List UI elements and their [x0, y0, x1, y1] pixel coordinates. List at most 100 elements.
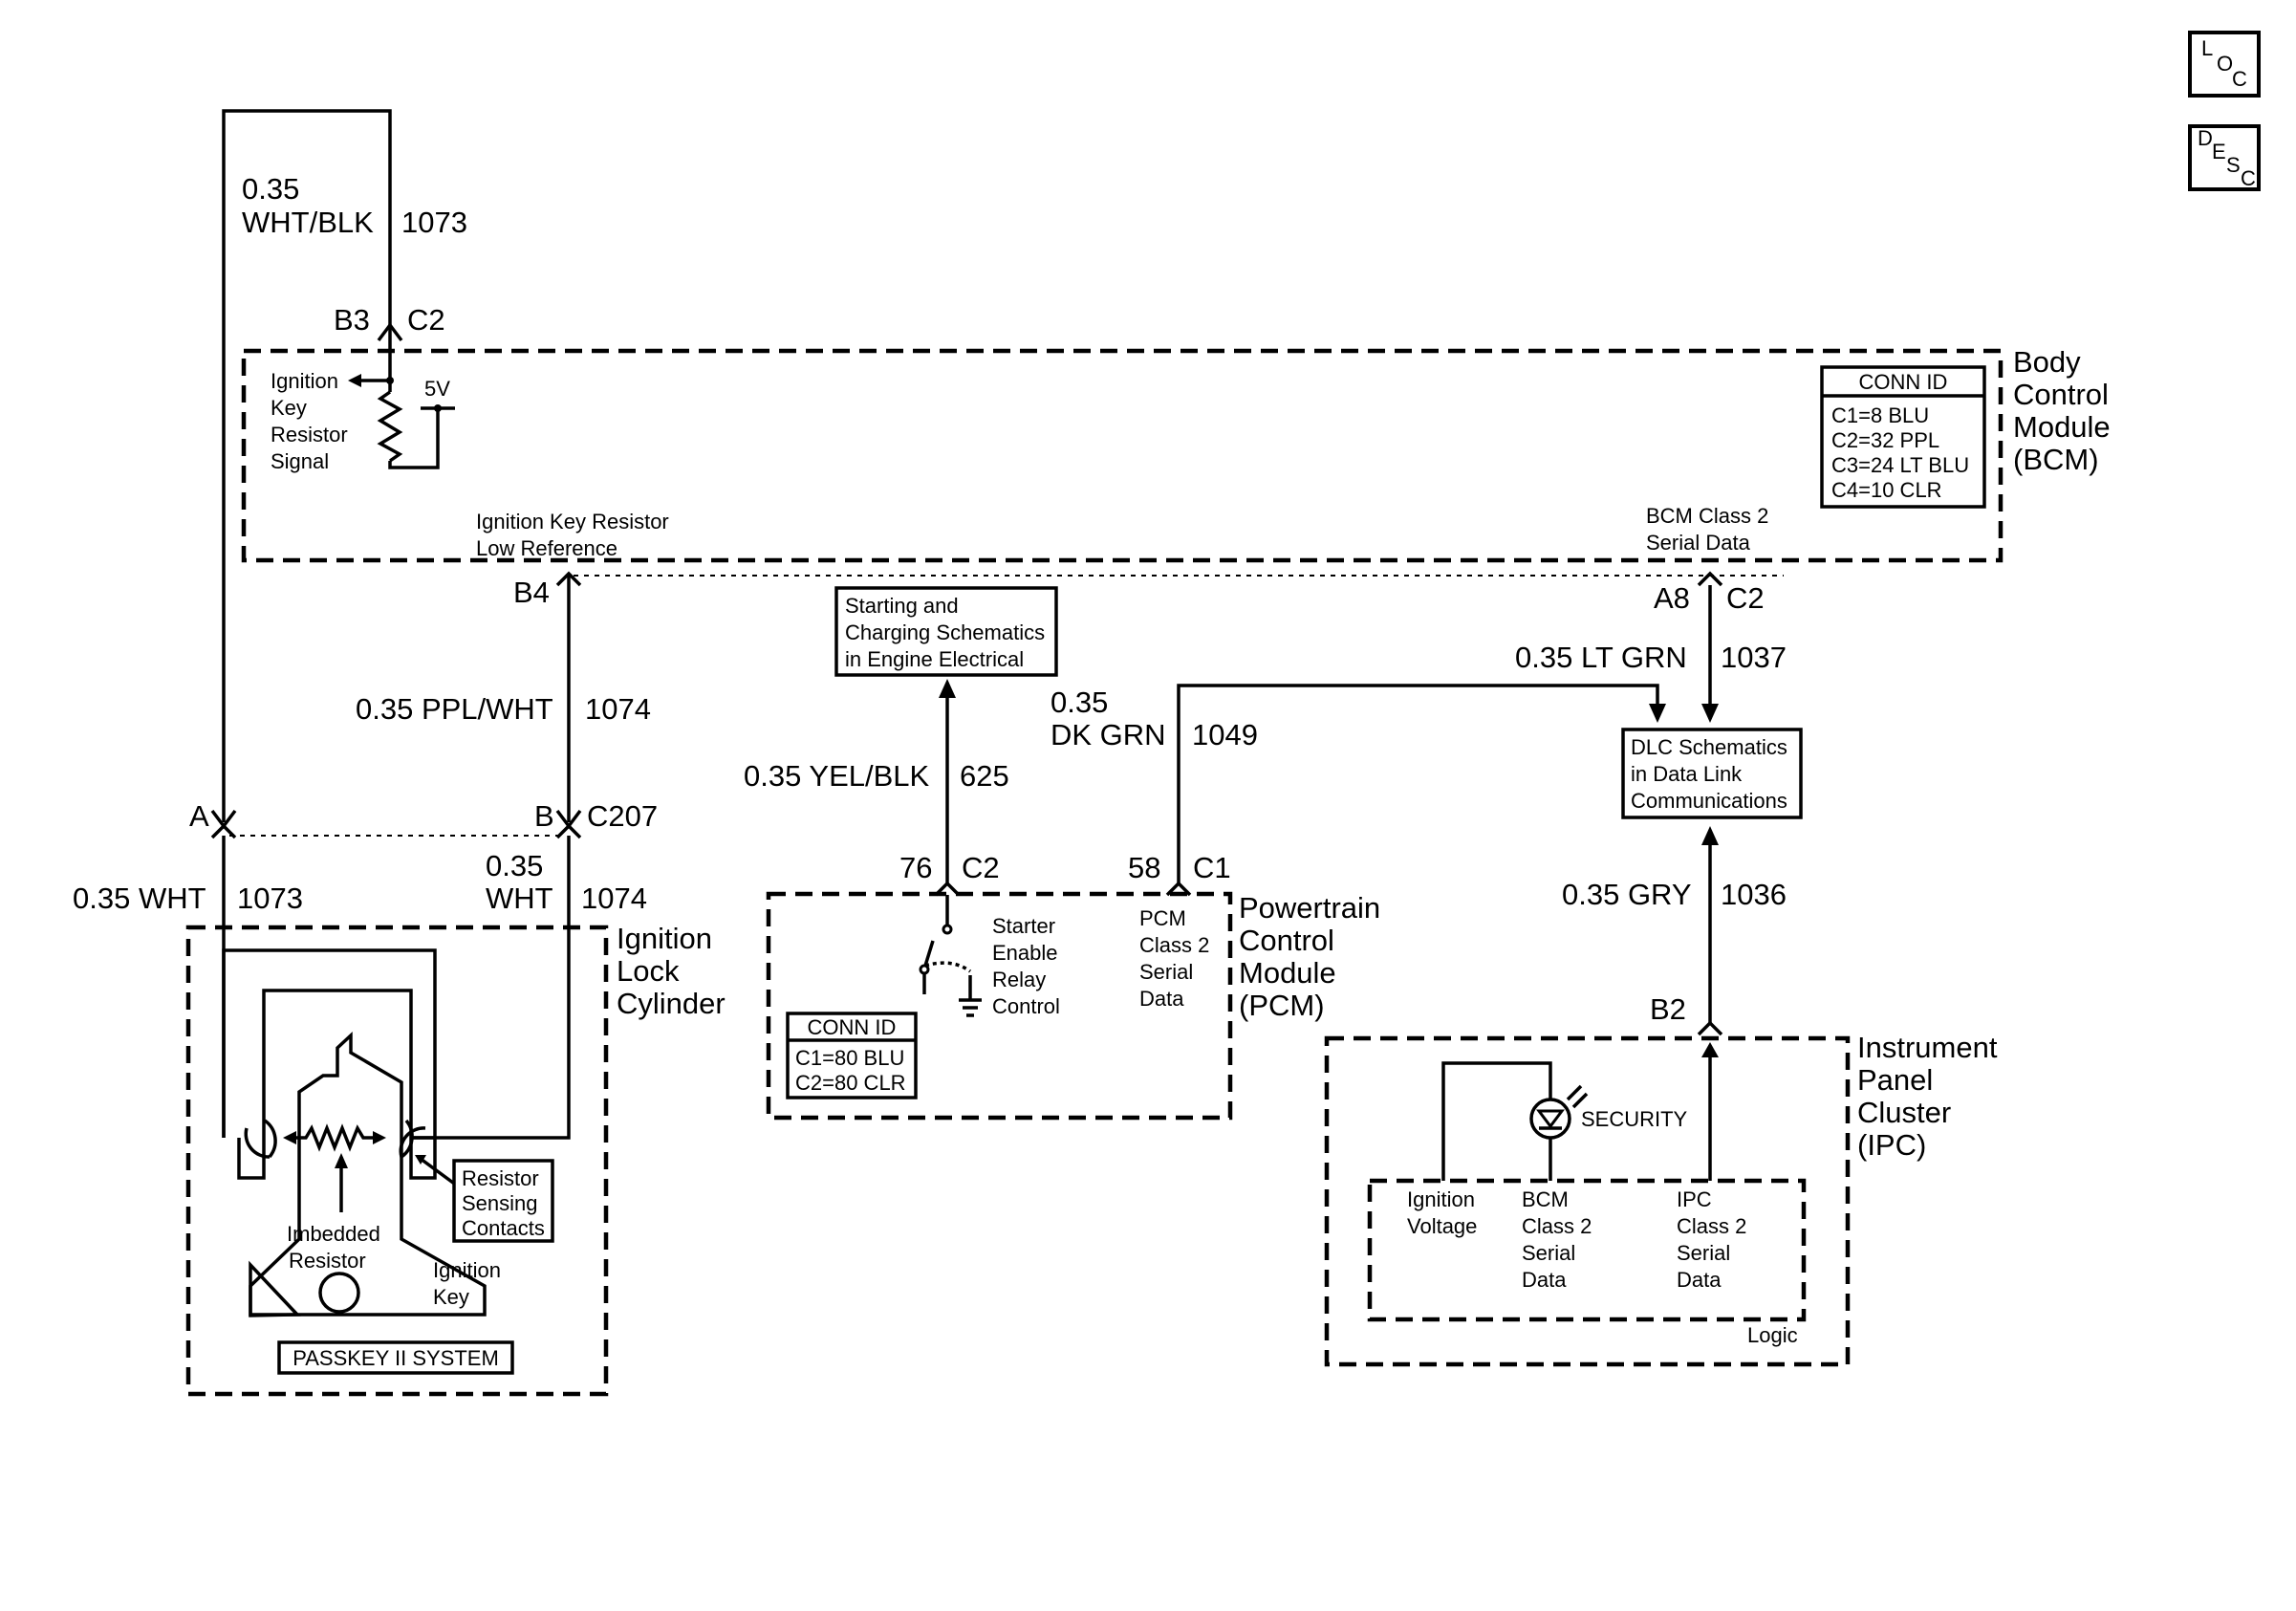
ipc-boundary	[1324, 1035, 1851, 1367]
ignition-key-label: Ignition Key	[433, 1258, 501, 1309]
connector-pcm-76: 76	[899, 851, 932, 884]
ipc-bcm-class2-label: BCM Class 2 Serial Data	[1522, 1187, 1592, 1292]
svg-text:Class 2: Class 2	[1139, 933, 1209, 957]
pcm-module: Powertrain Control Module (PCM) Starter …	[766, 891, 1380, 1121]
svg-text:1073: 1073	[237, 882, 303, 915]
svg-text:(IPC): (IPC)	[1857, 1128, 1926, 1162]
svg-text:Cluster: Cluster	[1857, 1096, 1951, 1129]
connector-b: B	[534, 799, 554, 833]
connector-a8-c2: C2	[1726, 581, 1765, 615]
wire-1049-label: 0.35 DK GRN 1049	[1051, 686, 1258, 751]
connector-b3-c2: C2	[407, 303, 445, 337]
desc-letter-e: E	[2212, 140, 2226, 163]
desc-letter-c: C	[2241, 166, 2256, 190]
svg-text:PASSKEY II SYSTEM: PASSKEY II SYSTEM	[292, 1346, 499, 1370]
svg-text:0.35: 0.35	[242, 172, 299, 206]
svg-text:Serial: Serial	[1139, 960, 1193, 984]
svg-text:Sensing: Sensing	[462, 1191, 538, 1215]
svg-text:Ignition: Ignition	[1407, 1187, 1475, 1211]
svg-text:Starting and: Starting and	[845, 594, 959, 618]
ipc-name: Instrument Panel Cluster (IPC)	[1857, 1031, 1998, 1162]
bcm-pullup-circuit: 5V	[348, 344, 455, 469]
svg-text:Key: Key	[271, 396, 307, 420]
svg-text:Class 2: Class 2	[1677, 1214, 1746, 1238]
svg-text:PCM: PCM	[1139, 906, 1186, 930]
svg-text:1036: 1036	[1721, 878, 1787, 911]
wire-1073-bottom-label: 0.35 WHT 1073	[73, 882, 303, 915]
ipc-ipc-class2-label: IPC Class 2 Serial Data	[1677, 1187, 1746, 1292]
svg-text:(PCM): (PCM)	[1239, 989, 1325, 1022]
svg-text:Data: Data	[1139, 987, 1184, 1011]
ipc-logic-label: Logic	[1747, 1323, 1798, 1347]
starter-relay-label: Starter Enable Relay Control	[992, 914, 1060, 1018]
bcm-ign-key-signal-label: Ignition Key Resistor Signal	[271, 369, 348, 473]
svg-text:in Engine Electrical: in Engine Electrical	[845, 647, 1024, 671]
svg-text:in Data Link: in Data Link	[1631, 762, 1743, 786]
svg-text:Communications: Communications	[1631, 789, 1787, 813]
svg-text:0.35 GRY: 0.35 GRY	[1562, 878, 1692, 911]
svg-text:Key: Key	[433, 1285, 469, 1309]
svg-text:0.35: 0.35	[1051, 686, 1108, 719]
ignition-lock-boundary	[185, 925, 609, 1397]
svg-text:0.35 LT GRN: 0.35 LT GRN	[1515, 641, 1687, 674]
svg-text:CONN ID: CONN ID	[1859, 370, 1948, 394]
bcm-module: Body Control Module (BCM) CONN ID C1=8 B…	[241, 344, 2111, 563]
svg-text:CONN ID: CONN ID	[808, 1015, 897, 1039]
svg-text:WHT: WHT	[486, 882, 553, 915]
ipc-module: Instrument Panel Cluster (IPC) SECURITY …	[1324, 1031, 1998, 1367]
connector-b2: B2	[1650, 992, 1686, 1026]
bcm-5v-label: 5V	[424, 377, 450, 401]
dlc-reference[interactable]: DLC Schematics in Data Link Communicatio…	[1621, 728, 1803, 819]
bcm-conn-id-table: CONN ID C1=8 BLU C2=32 PPL C3=24 LT BLU …	[1820, 365, 1986, 509]
svg-text:Relay: Relay	[992, 968, 1046, 991]
resistor-sensing-contacts-label: Resistor Sensing Contacts	[452, 1159, 554, 1243]
bcm-class2-label: BCM Class 2 Serial Data	[1646, 504, 1768, 555]
svg-text:Instrument: Instrument	[1857, 1031, 1998, 1064]
svg-text:Class 2: Class 2	[1522, 1214, 1592, 1238]
ignition-lock-cylinder: Ignition Lock Cylinder Resistor Sensing …	[185, 922, 726, 1397]
desc-button[interactable]: D E S C	[2188, 124, 2261, 191]
pcm-boundary	[766, 891, 1233, 1121]
svg-text:Voltage: Voltage	[1407, 1214, 1477, 1238]
svg-text:Starter: Starter	[992, 914, 1055, 938]
svg-text:0.35: 0.35	[486, 849, 543, 882]
svg-text:Imbedded: Imbedded	[287, 1222, 380, 1246]
svg-text:Contacts: Contacts	[462, 1216, 545, 1240]
pcm-class2-label: PCM Class 2 Serial Data	[1139, 906, 1209, 1011]
svg-text:(BCM): (BCM)	[2013, 443, 2099, 476]
bcm-low-ref-label: Ignition Key Resistor Low Reference	[476, 510, 669, 560]
security-led-icon	[1529, 1084, 1589, 1140]
connector-pcm-58: 58	[1128, 851, 1160, 884]
wire-1074-bottom-label: 0.35 WHT 1074	[486, 849, 647, 915]
svg-text:Ignition Key Resistor: Ignition Key Resistor	[476, 510, 669, 533]
wire-625-label: 0.35 YEL/BLK 625	[744, 759, 1009, 793]
svg-text:Ignition: Ignition	[433, 1258, 501, 1282]
imbedded-resistor-label: Imbedded Resistor	[287, 1222, 380, 1273]
svg-text:Control: Control	[2013, 378, 2109, 411]
svg-text:Control: Control	[992, 994, 1060, 1018]
svg-text:Body: Body	[2013, 345, 2081, 379]
svg-text:Charging Schematics: Charging Schematics	[845, 620, 1045, 644]
svg-text:Control: Control	[1239, 924, 1334, 957]
svg-text:Ignition: Ignition	[617, 922, 712, 955]
wire-1036	[1697, 826, 1723, 1036]
svg-text:C2=80 CLR: C2=80 CLR	[795, 1071, 906, 1095]
svg-text:Resistor: Resistor	[289, 1249, 366, 1273]
bcm-name: Body Control Module (BCM)	[2013, 345, 2111, 476]
wire-1036-label: 0.35 GRY 1036	[1562, 878, 1787, 911]
svg-text:Ignition: Ignition	[271, 369, 338, 393]
svg-text:Serial: Serial	[1677, 1241, 1730, 1265]
svg-text:1074: 1074	[585, 692, 651, 726]
starting-charging-reference[interactable]: Starting and Charging Schematics in Engi…	[834, 586, 1058, 677]
svg-text:Serial Data: Serial Data	[1646, 531, 1751, 555]
svg-text:Data: Data	[1677, 1268, 1722, 1292]
wire-1073	[210, 109, 403, 1138]
svg-text:Cylinder: Cylinder	[617, 987, 726, 1020]
ignition-lock-name: Ignition Lock Cylinder	[617, 922, 726, 1020]
ipc-logic-boundary	[1367, 1178, 1807, 1322]
loc-button[interactable]: L O C	[2188, 31, 2261, 98]
svg-text:Powertrain: Powertrain	[1239, 891, 1380, 925]
svg-text:Lock: Lock	[617, 954, 680, 988]
svg-text:1074: 1074	[581, 882, 647, 915]
